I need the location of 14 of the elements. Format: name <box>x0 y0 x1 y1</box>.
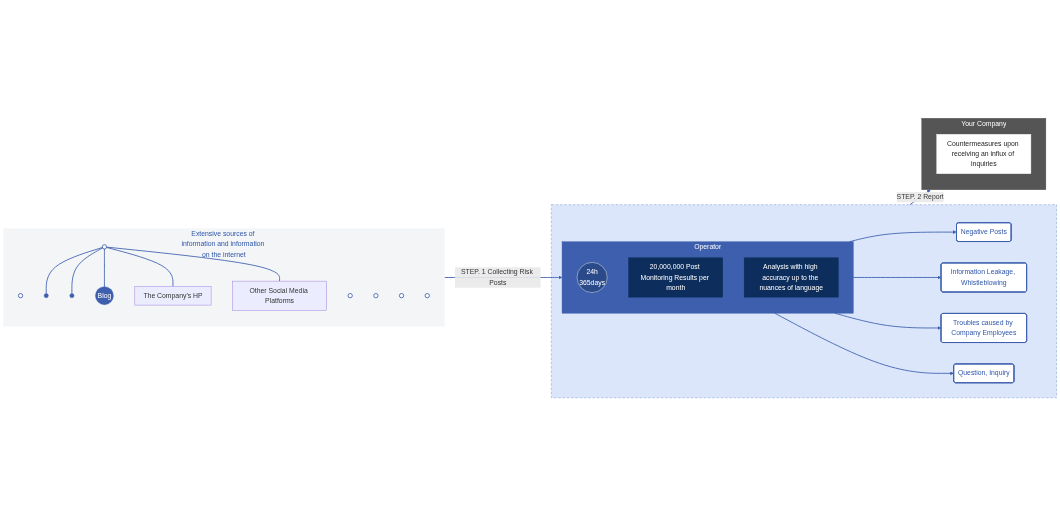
node-circle <box>43 293 49 298</box>
connector <box>71 247 103 294</box>
connector <box>106 246 280 282</box>
node-circle <box>69 293 75 298</box>
connector <box>106 247 174 287</box>
node-person <box>399 293 405 299</box>
connector <box>45 247 103 294</box>
node-person <box>373 293 379 299</box>
node-person <box>347 293 353 299</box>
node-person <box>17 293 24 299</box>
node-person <box>424 293 430 299</box>
cluster <box>550 204 1057 399</box>
node-person <box>101 244 107 250</box>
connector <box>104 248 105 288</box>
